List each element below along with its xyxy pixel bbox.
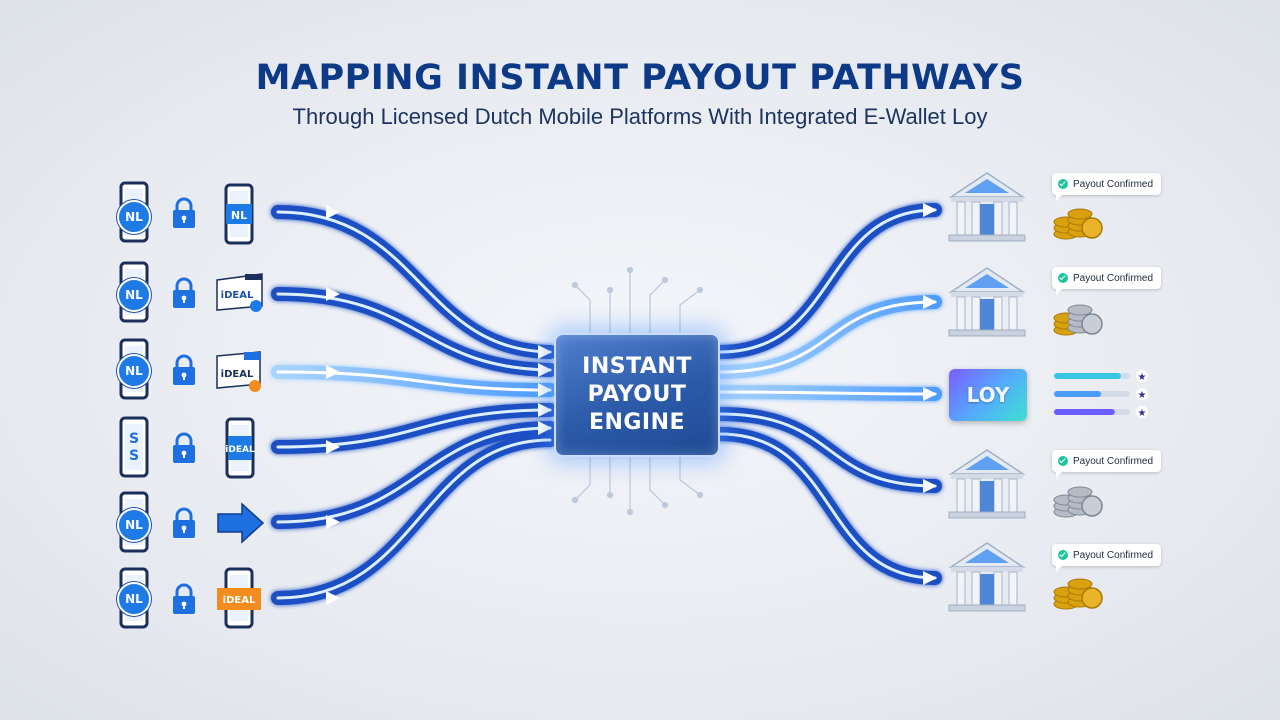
payout-confirmed-badge: Payout Confirmed bbox=[1052, 450, 1162, 478]
bank-icon bbox=[948, 542, 1026, 612]
incoming-flows bbox=[271, 205, 557, 605]
loyalty-bar-fill-1 bbox=[1054, 373, 1121, 379]
out-flow-2 bbox=[713, 295, 942, 379]
phone-nl-icon: NL bbox=[224, 183, 254, 245]
bank-icon bbox=[948, 267, 1026, 337]
source-row-3: iDEAL bbox=[119, 338, 261, 400]
svg-text:S: S bbox=[129, 431, 139, 447]
svg-text:★: ★ bbox=[1138, 390, 1147, 401]
gold-coins-icon bbox=[1053, 208, 1103, 240]
mixed-coins-icon bbox=[1053, 304, 1103, 336]
flow-arrowheads-right bbox=[923, 203, 937, 585]
nl-badge: NL bbox=[117, 200, 151, 234]
nl-badge: NL bbox=[117, 354, 151, 388]
flow-line-1 bbox=[271, 205, 557, 359]
loyalty-bar-fill-2 bbox=[1054, 391, 1102, 397]
method-label: iDEAL bbox=[223, 595, 256, 606]
source-row-5 bbox=[119, 491, 265, 553]
method-label: iDEAL bbox=[221, 290, 254, 301]
svg-text:★: ★ bbox=[1138, 408, 1147, 419]
check-icon bbox=[1058, 273, 1068, 283]
status-dot bbox=[249, 380, 261, 392]
loyalty-bar-fill-3 bbox=[1054, 409, 1115, 415]
flow-line-6 bbox=[271, 433, 557, 605]
phone-dollar-icon: S S bbox=[119, 416, 149, 478]
check-icon bbox=[1058, 179, 1068, 189]
arrow-right-icon bbox=[217, 502, 265, 544]
source-row-2: iDEAL bbox=[119, 261, 263, 323]
flow-line-3 bbox=[271, 365, 557, 397]
payout-engine: INSTANT PAYOUT ENGINE bbox=[554, 333, 720, 457]
payout-confirmed-badge: Payout Confirmed bbox=[1052, 267, 1162, 295]
payout-confirmed-badge: Payout Confirmed bbox=[1052, 544, 1162, 572]
out-flow-3 bbox=[713, 385, 942, 401]
lock-icon bbox=[171, 277, 197, 310]
check-icon bbox=[1058, 456, 1068, 466]
svg-text:★: ★ bbox=[1138, 372, 1147, 383]
out-flow-5 bbox=[713, 427, 942, 585]
method-label: iDEAL bbox=[221, 369, 254, 380]
page-subtitle: Through Licensed Dutch Mobile Platforms … bbox=[292, 104, 988, 129]
ideal-card-icon: iDEAL bbox=[216, 273, 263, 312]
lock-icon bbox=[171, 507, 197, 540]
method-label: iDEAL bbox=[225, 445, 255, 455]
method-label: NL bbox=[231, 209, 247, 222]
svg-text:S: S bbox=[129, 448, 139, 464]
star-icon: ★ bbox=[1136, 370, 1148, 383]
status-dot bbox=[250, 300, 262, 312]
bank-icon bbox=[948, 449, 1026, 519]
ideal-phone-icon: iDEAL bbox=[225, 417, 255, 479]
engine-label: INSTANT PAYOUT ENGINE bbox=[582, 354, 692, 435]
ideal-phone-orange-icon: iDEAL bbox=[217, 567, 261, 629]
nl-badge: NL bbox=[117, 278, 151, 312]
lock-icon bbox=[171, 583, 197, 616]
outgoing-flows bbox=[713, 203, 942, 585]
payout-confirmed-badge: Payout Confirmed bbox=[1052, 173, 1162, 201]
out-flow-4 bbox=[713, 407, 942, 493]
page-title: MAPPING INSTANT PAYOUT PATHWAYS bbox=[255, 58, 1025, 98]
out-flow-1 bbox=[713, 203, 942, 359]
silver-coins-icon bbox=[1053, 486, 1103, 518]
source-row-4: S S iDEAL bbox=[119, 416, 255, 479]
lock-icon bbox=[171, 197, 197, 230]
source-row-1: NL bbox=[119, 181, 254, 245]
star-icon: ★ bbox=[1136, 388, 1148, 401]
nl-badge: NL bbox=[117, 582, 151, 616]
bank-icon bbox=[948, 172, 1026, 242]
check-icon bbox=[1058, 550, 1068, 560]
nl-badge: NL bbox=[117, 508, 151, 542]
source-row-6: iDEAL bbox=[119, 567, 261, 629]
loy-wallet-icon: LOY bbox=[949, 369, 1027, 421]
lock-icon bbox=[171, 432, 197, 465]
circuit-traces bbox=[571, 266, 704, 516]
lock-icon bbox=[171, 354, 197, 387]
flow-line-2 bbox=[271, 287, 557, 377]
gold-coins-icon bbox=[1053, 578, 1103, 610]
loyalty-progress-bars: ★ ★ ★ bbox=[1054, 370, 1148, 419]
flow-arrowheads-left bbox=[326, 205, 552, 605]
ideal-card-icon: iDEAL bbox=[216, 351, 261, 392]
star-icon: ★ bbox=[1136, 406, 1148, 419]
